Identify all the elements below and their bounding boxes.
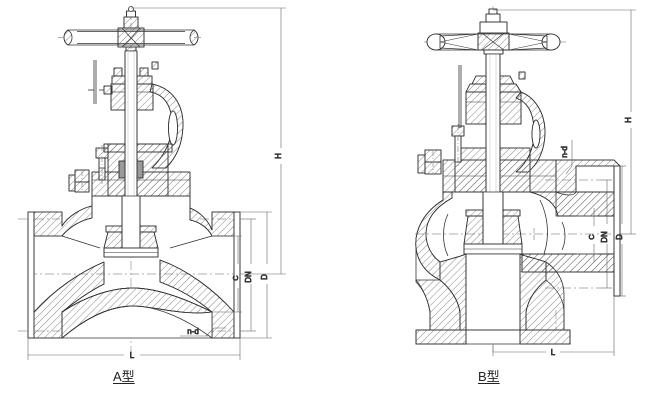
dimension-nd-b xyxy=(565,140,573,175)
dimension-label-nd-a: n-d xyxy=(187,327,199,336)
dimension-c-b xyxy=(600,179,612,289)
figure-caption-type-a: A型 xyxy=(113,369,135,384)
dimension-dn-b xyxy=(576,208,598,262)
dimension-label-dn-a: C xyxy=(231,275,240,281)
dimension-l-b xyxy=(492,296,615,356)
disc-b xyxy=(463,191,523,255)
dimension-h-a xyxy=(131,7,286,275)
dimension-nd-a xyxy=(180,327,226,337)
dimension-c-a xyxy=(240,218,256,332)
figure-type-a: H D DN C n-d xyxy=(18,6,286,360)
gland-assembly-a xyxy=(88,60,159,111)
dimension-label-d-b: D xyxy=(615,234,624,240)
dimension-h-b xyxy=(493,9,636,235)
disc-a xyxy=(103,195,159,258)
figure-type-b: H D DN C n-d xyxy=(415,6,636,357)
dimension-label-c-b: DN xyxy=(600,231,609,243)
handwheel-a xyxy=(58,6,204,52)
body-a xyxy=(27,195,241,339)
handwheel-b xyxy=(426,8,561,55)
body-b xyxy=(415,159,621,345)
dimension-dn-a xyxy=(212,235,242,313)
dimension-label-h-b: H xyxy=(624,117,633,123)
dimension-label-dn-b: C xyxy=(587,234,596,240)
dimension-label-c-a: DN xyxy=(244,271,253,283)
dimension-label-l-b: L xyxy=(551,348,556,357)
dimension-label-d-a: D xyxy=(260,274,269,280)
dimension-label-l-a: L xyxy=(130,351,135,360)
dimension-label-nd-b: n-d xyxy=(560,146,569,158)
bonnet-a xyxy=(68,143,191,197)
dimension-l-a xyxy=(27,338,241,360)
figure-caption-type-b: B型 xyxy=(478,369,500,384)
dimension-label-h-a: H xyxy=(274,153,283,159)
dimension-d-b xyxy=(620,165,626,297)
dimension-d-a xyxy=(240,211,272,339)
gland-assembly-b xyxy=(458,65,526,128)
